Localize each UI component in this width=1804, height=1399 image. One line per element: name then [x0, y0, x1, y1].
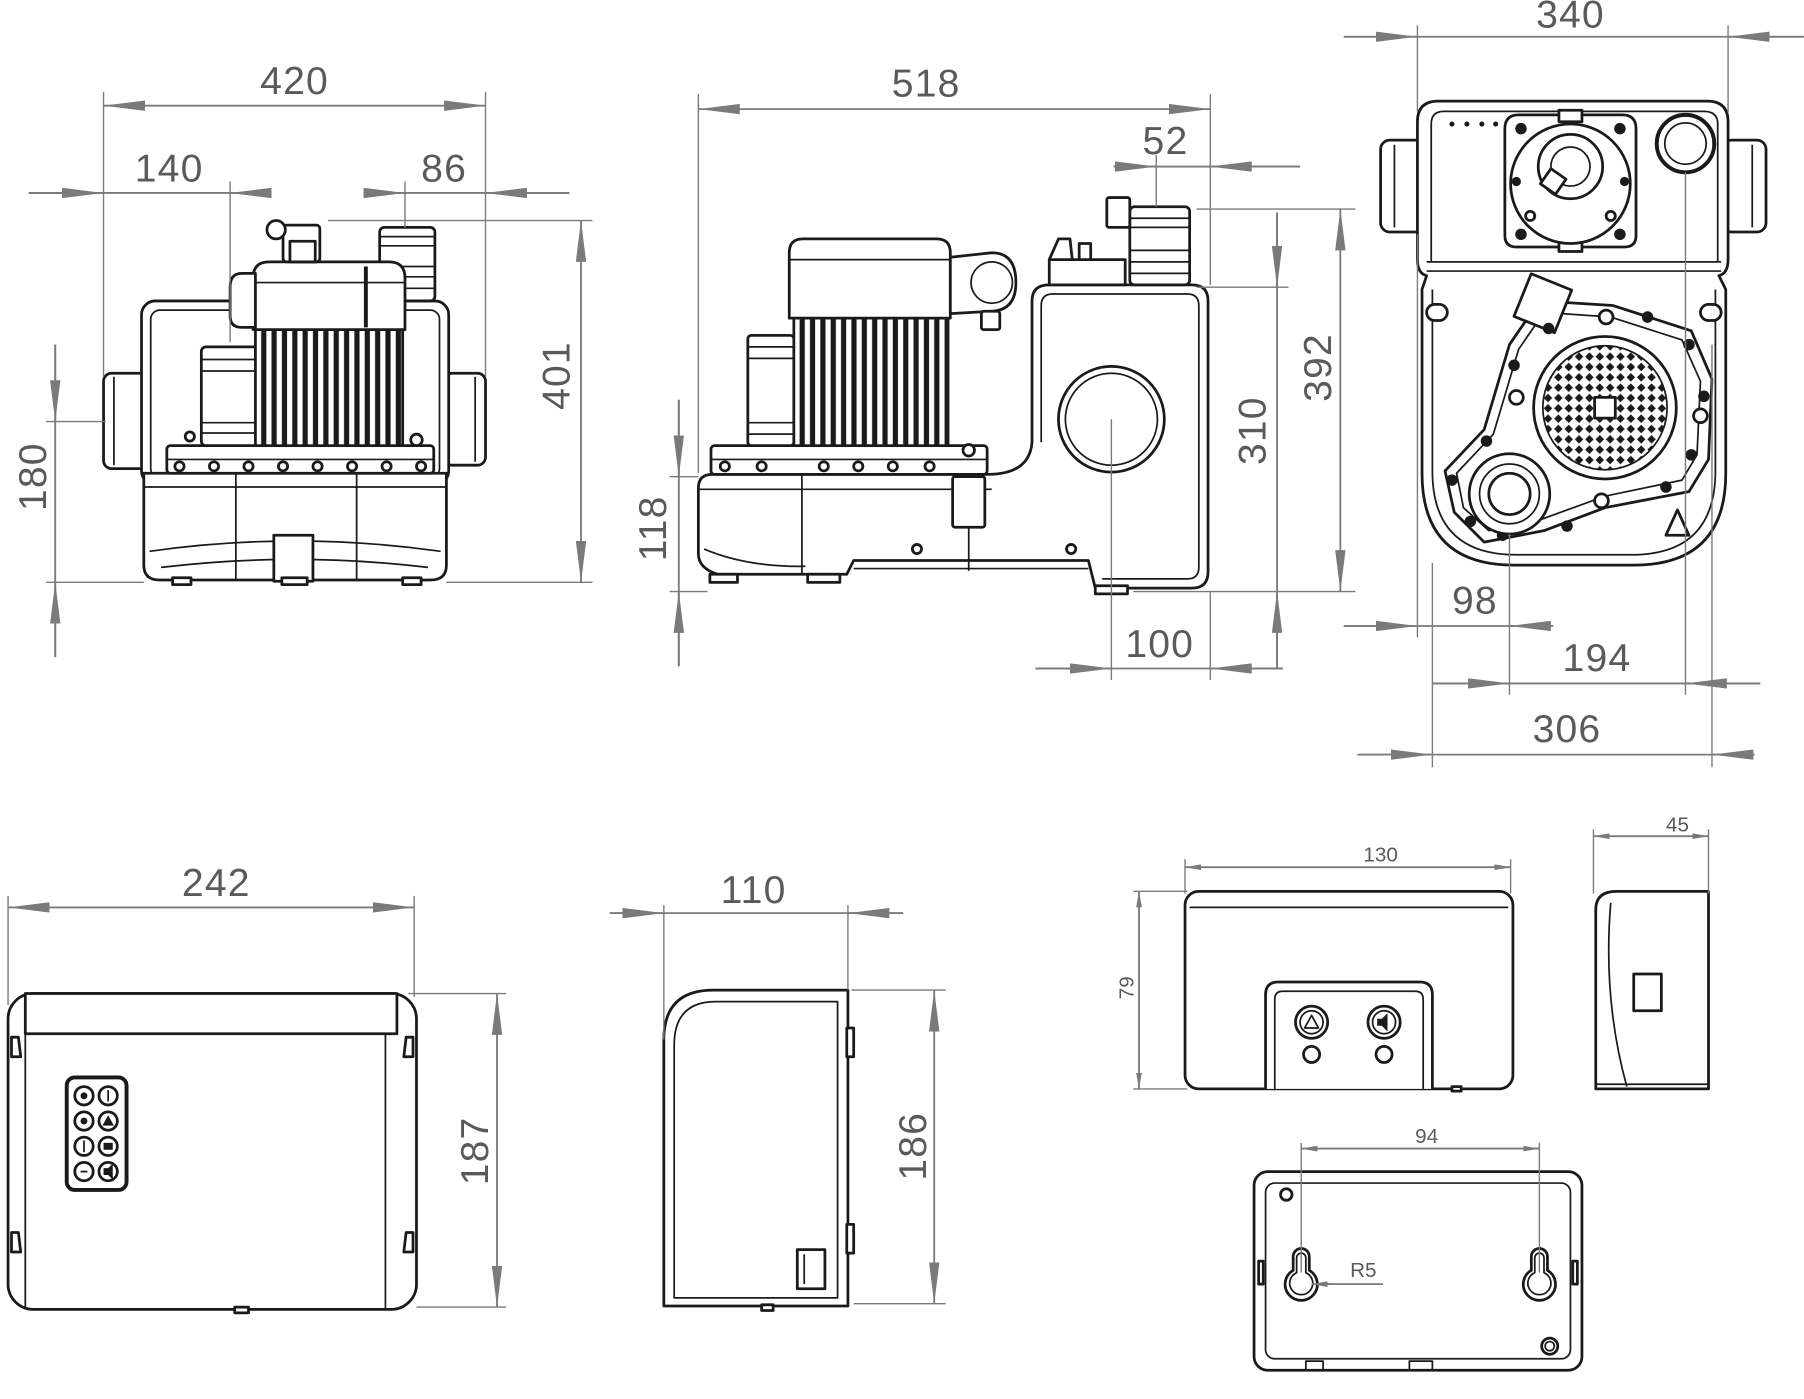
- dimension-label: 242: [182, 862, 251, 905]
- motor-cooling-fins: [792, 314, 950, 448]
- keyhole-slot-right: [1521, 1247, 1557, 1302]
- dimension-label: 180: [12, 442, 55, 511]
- dimension-label: 420: [260, 60, 329, 103]
- dimension-slot-radius-alarm-unit: R5: [1311, 1259, 1383, 1288]
- warning-triangle-icon: [1664, 508, 1691, 537]
- dimension-label: 45: [1666, 814, 1689, 837]
- pump-side-view: [696, 196, 1210, 596]
- dimension-label: 194: [1563, 637, 1632, 680]
- grinder-housing: [1443, 272, 1714, 544]
- dimension-height-control-box: 187: [408, 992, 507, 1308]
- cable-entry: [1632, 972, 1663, 1013]
- dimension-vent-offset-side: 52: [1113, 120, 1301, 207]
- alarm-unit-front-view: [1183, 889, 1515, 1093]
- dimension-label: 100: [1125, 623, 1194, 666]
- motor-cooling-fins: [254, 325, 405, 448]
- foot: [401, 576, 423, 587]
- cable-elbow: [228, 271, 257, 329]
- foot: [171, 576, 193, 587]
- vent-pipe: [1128, 205, 1192, 287]
- speaker-icon: [1377, 1013, 1388, 1032]
- dimension-depth-control-box: 110: [609, 869, 904, 1040]
- discharge-pipe: [746, 334, 796, 448]
- alarm-unit-body: [1252, 1170, 1584, 1372]
- dimension-label: 130: [1363, 843, 1398, 866]
- dimension-overall-length-side: 518: [697, 63, 1212, 474]
- dimension-label: 86: [421, 148, 467, 191]
- alarm-unit-back-view: [1252, 1170, 1584, 1372]
- inlet-pipe-right: [442, 371, 487, 467]
- control-box-side-view: [662, 988, 856, 1312]
- foot: [806, 572, 842, 584]
- dimension-overall-width-front: 420: [102, 60, 487, 377]
- dimension-label: R5: [1350, 1259, 1376, 1282]
- dimension-height-front: 401: [327, 219, 593, 584]
- dimension-label: 518: [892, 63, 961, 106]
- level-probe: [951, 475, 987, 529]
- dimension-label: 79: [1115, 976, 1138, 999]
- dimension-base-height-side: 118: [632, 399, 708, 667]
- dimension-width-control-box: 242: [7, 862, 415, 1006]
- pump-top-view: [1379, 99, 1768, 567]
- dimension-overall-width-top: 340: [1343, 0, 1804, 113]
- dimension-label: 306: [1533, 708, 1602, 751]
- dimension-inlet-top-side: 310: [1196, 212, 1289, 669]
- dimension-depth-alarm-unit: 45: [1592, 814, 1710, 894]
- mounting-slot-left: [1425, 303, 1449, 322]
- discharge-pipe: [199, 345, 263, 448]
- motor-cap: [251, 260, 407, 332]
- dimension-height-alarm-unit: 79: [1115, 890, 1188, 1090]
- dimension-label: 118: [632, 496, 675, 562]
- dimension-label: 52: [1143, 120, 1189, 163]
- mounting-bolts: [173, 430, 428, 473]
- cable-elbow: [948, 251, 1018, 315]
- control-box-front-view: [6, 992, 418, 1315]
- tank-base: [142, 471, 448, 582]
- motor-cap: [787, 237, 952, 320]
- dimension-inlet-offset-side: 100: [1035, 419, 1283, 680]
- foot: [280, 576, 309, 587]
- dimension-vent-offset-front: 86: [363, 148, 570, 228]
- control-keypad: [64, 1075, 129, 1192]
- dimension-width-alarm-unit: 130: [1184, 843, 1512, 894]
- dimension-inlet-height-front: 180: [12, 344, 144, 658]
- mounting-bolts: [718, 443, 976, 473]
- dimension-label: 140: [135, 148, 204, 191]
- dimension-hole-spacing-alarm-unit: 94: [1300, 1125, 1541, 1273]
- cable-gland: [1105, 196, 1132, 229]
- alarm-unit-side-view: [1594, 889, 1710, 1091]
- dimension-outlet-center-top: 194: [1432, 172, 1761, 695]
- grinder-bolts: [1446, 308, 1710, 541]
- dimension-label: 340: [1536, 0, 1605, 37]
- pump-front-view: [102, 219, 487, 587]
- mounting-slot-right: [1699, 303, 1723, 322]
- dimension-label: 187: [454, 1117, 497, 1186]
- foot: [708, 572, 739, 584]
- dimension-label: 186: [892, 1112, 935, 1181]
- dimension-label: 94: [1415, 1125, 1438, 1148]
- cable-entry: [795, 1248, 827, 1291]
- alarm-control-panel: [1264, 980, 1434, 1089]
- dimension-label: 392: [1297, 333, 1340, 402]
- dimension-label: 310: [1232, 396, 1275, 465]
- dimension-label: 98: [1452, 579, 1498, 622]
- dimension-inlet-offset-front: 140: [28, 148, 272, 343]
- motor-top: [1503, 108, 1638, 253]
- dimension-height-side: 392: [1133, 208, 1356, 593]
- dimension-body-width-top: 306: [1357, 344, 1755, 768]
- indicator-dots: [1449, 121, 1499, 127]
- control-box-lid: [23, 992, 399, 1036]
- dimension-label: 401: [535, 341, 578, 410]
- dimension-height-control-box-side: 186: [851, 989, 946, 1305]
- dimension-outlet-offset-top: 98: [1343, 234, 1554, 695]
- warning-triangle-icon: [1303, 1014, 1320, 1029]
- dimension-label: 110: [721, 869, 787, 912]
